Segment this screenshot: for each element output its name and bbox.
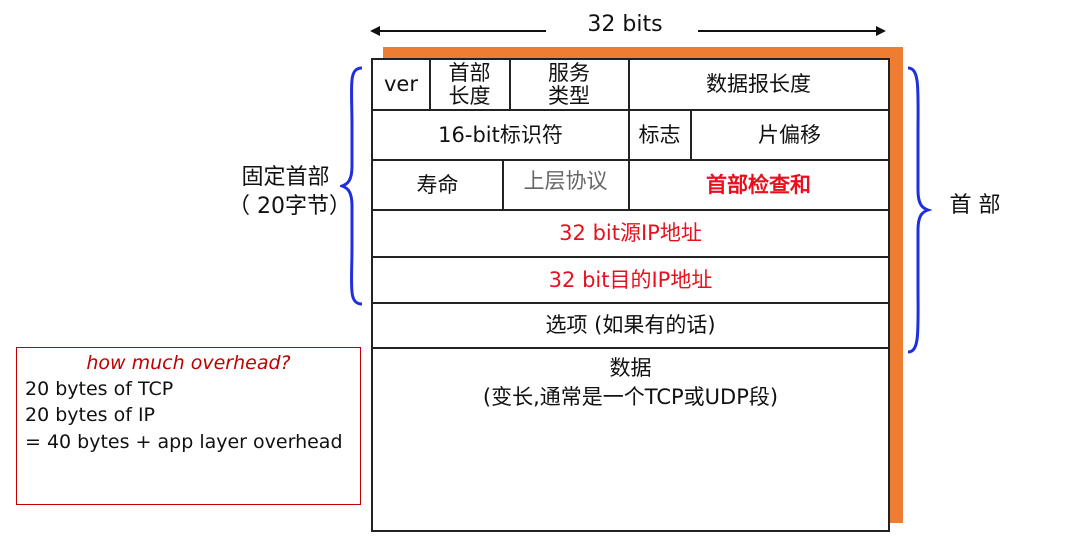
overhead-line: 20 bytes of IP — [25, 404, 156, 427]
bits-arrow-left-head — [370, 26, 380, 36]
field-header-checksum: 首部检查和 — [706, 172, 811, 197]
col-divider — [628, 159, 630, 209]
col-divider — [429, 60, 431, 109]
row-divider — [373, 159, 888, 161]
field-identifier: 16-bit标识符 — [438, 122, 563, 147]
col-divider — [628, 109, 630, 159]
field-options: 选项 (如果有的话) — [545, 313, 716, 338]
header-label: 首 部 — [949, 193, 1001, 218]
overhead-line: = 40 bytes + app layer overhead — [25, 430, 343, 453]
bits-arrow-left-line — [378, 30, 546, 32]
field-header-length: 首部 长度 — [448, 61, 491, 108]
field-upper-protocol: 上层协议 — [523, 168, 608, 193]
col-divider — [628, 60, 630, 109]
field-service-type: 服务 类型 — [548, 61, 590, 108]
fixed-header-label-line2: （ 20字节） — [228, 193, 351, 219]
right-brace-icon — [907, 66, 932, 354]
row-divider — [373, 302, 888, 304]
field-version: ver — [384, 72, 418, 97]
row-divider — [373, 347, 888, 349]
field-flags: 标志 — [638, 122, 681, 147]
bits-width-label: 32 bits — [587, 12, 663, 37]
field-ttl: 寿命 — [416, 172, 459, 197]
ip-datagram-table: ver 首部 长度 服务 类型 数据报长度 16-bit标识符 标志 片偏移 寿… — [371, 58, 890, 532]
overhead-line: 20 bytes of TCP — [25, 378, 174, 401]
col-divider — [502, 159, 504, 209]
row-divider — [373, 256, 888, 258]
col-divider — [509, 60, 511, 109]
field-datagram-length: 数据报长度 — [706, 72, 811, 97]
overhead-title: how much overhead? — [86, 352, 291, 374]
col-divider — [690, 109, 692, 159]
bits-arrow-right-head — [876, 26, 886, 36]
field-fragment-offset: 片偏移 — [758, 122, 821, 147]
bits-arrow-right-line — [698, 30, 878, 32]
overhead-note-box: how much overhead? 20 bytes of TCP 20 by… — [16, 347, 361, 505]
field-data-title: 数据 — [609, 355, 652, 380]
row-divider — [373, 209, 888, 211]
field-dest-ip: 32 bit目的IP地址 — [548, 267, 713, 292]
field-data-desc: (变长,通常是一个TCP或UDP段) — [482, 384, 779, 409]
field-source-ip: 32 bit源IP地址 — [559, 221, 702, 246]
fixed-header-label-line1: 固定首部 — [241, 165, 330, 190]
fixed-header-label: 固定首部 （ 20字节） — [228, 164, 351, 221]
row-divider — [373, 109, 888, 111]
left-brace-icon — [340, 66, 363, 306]
